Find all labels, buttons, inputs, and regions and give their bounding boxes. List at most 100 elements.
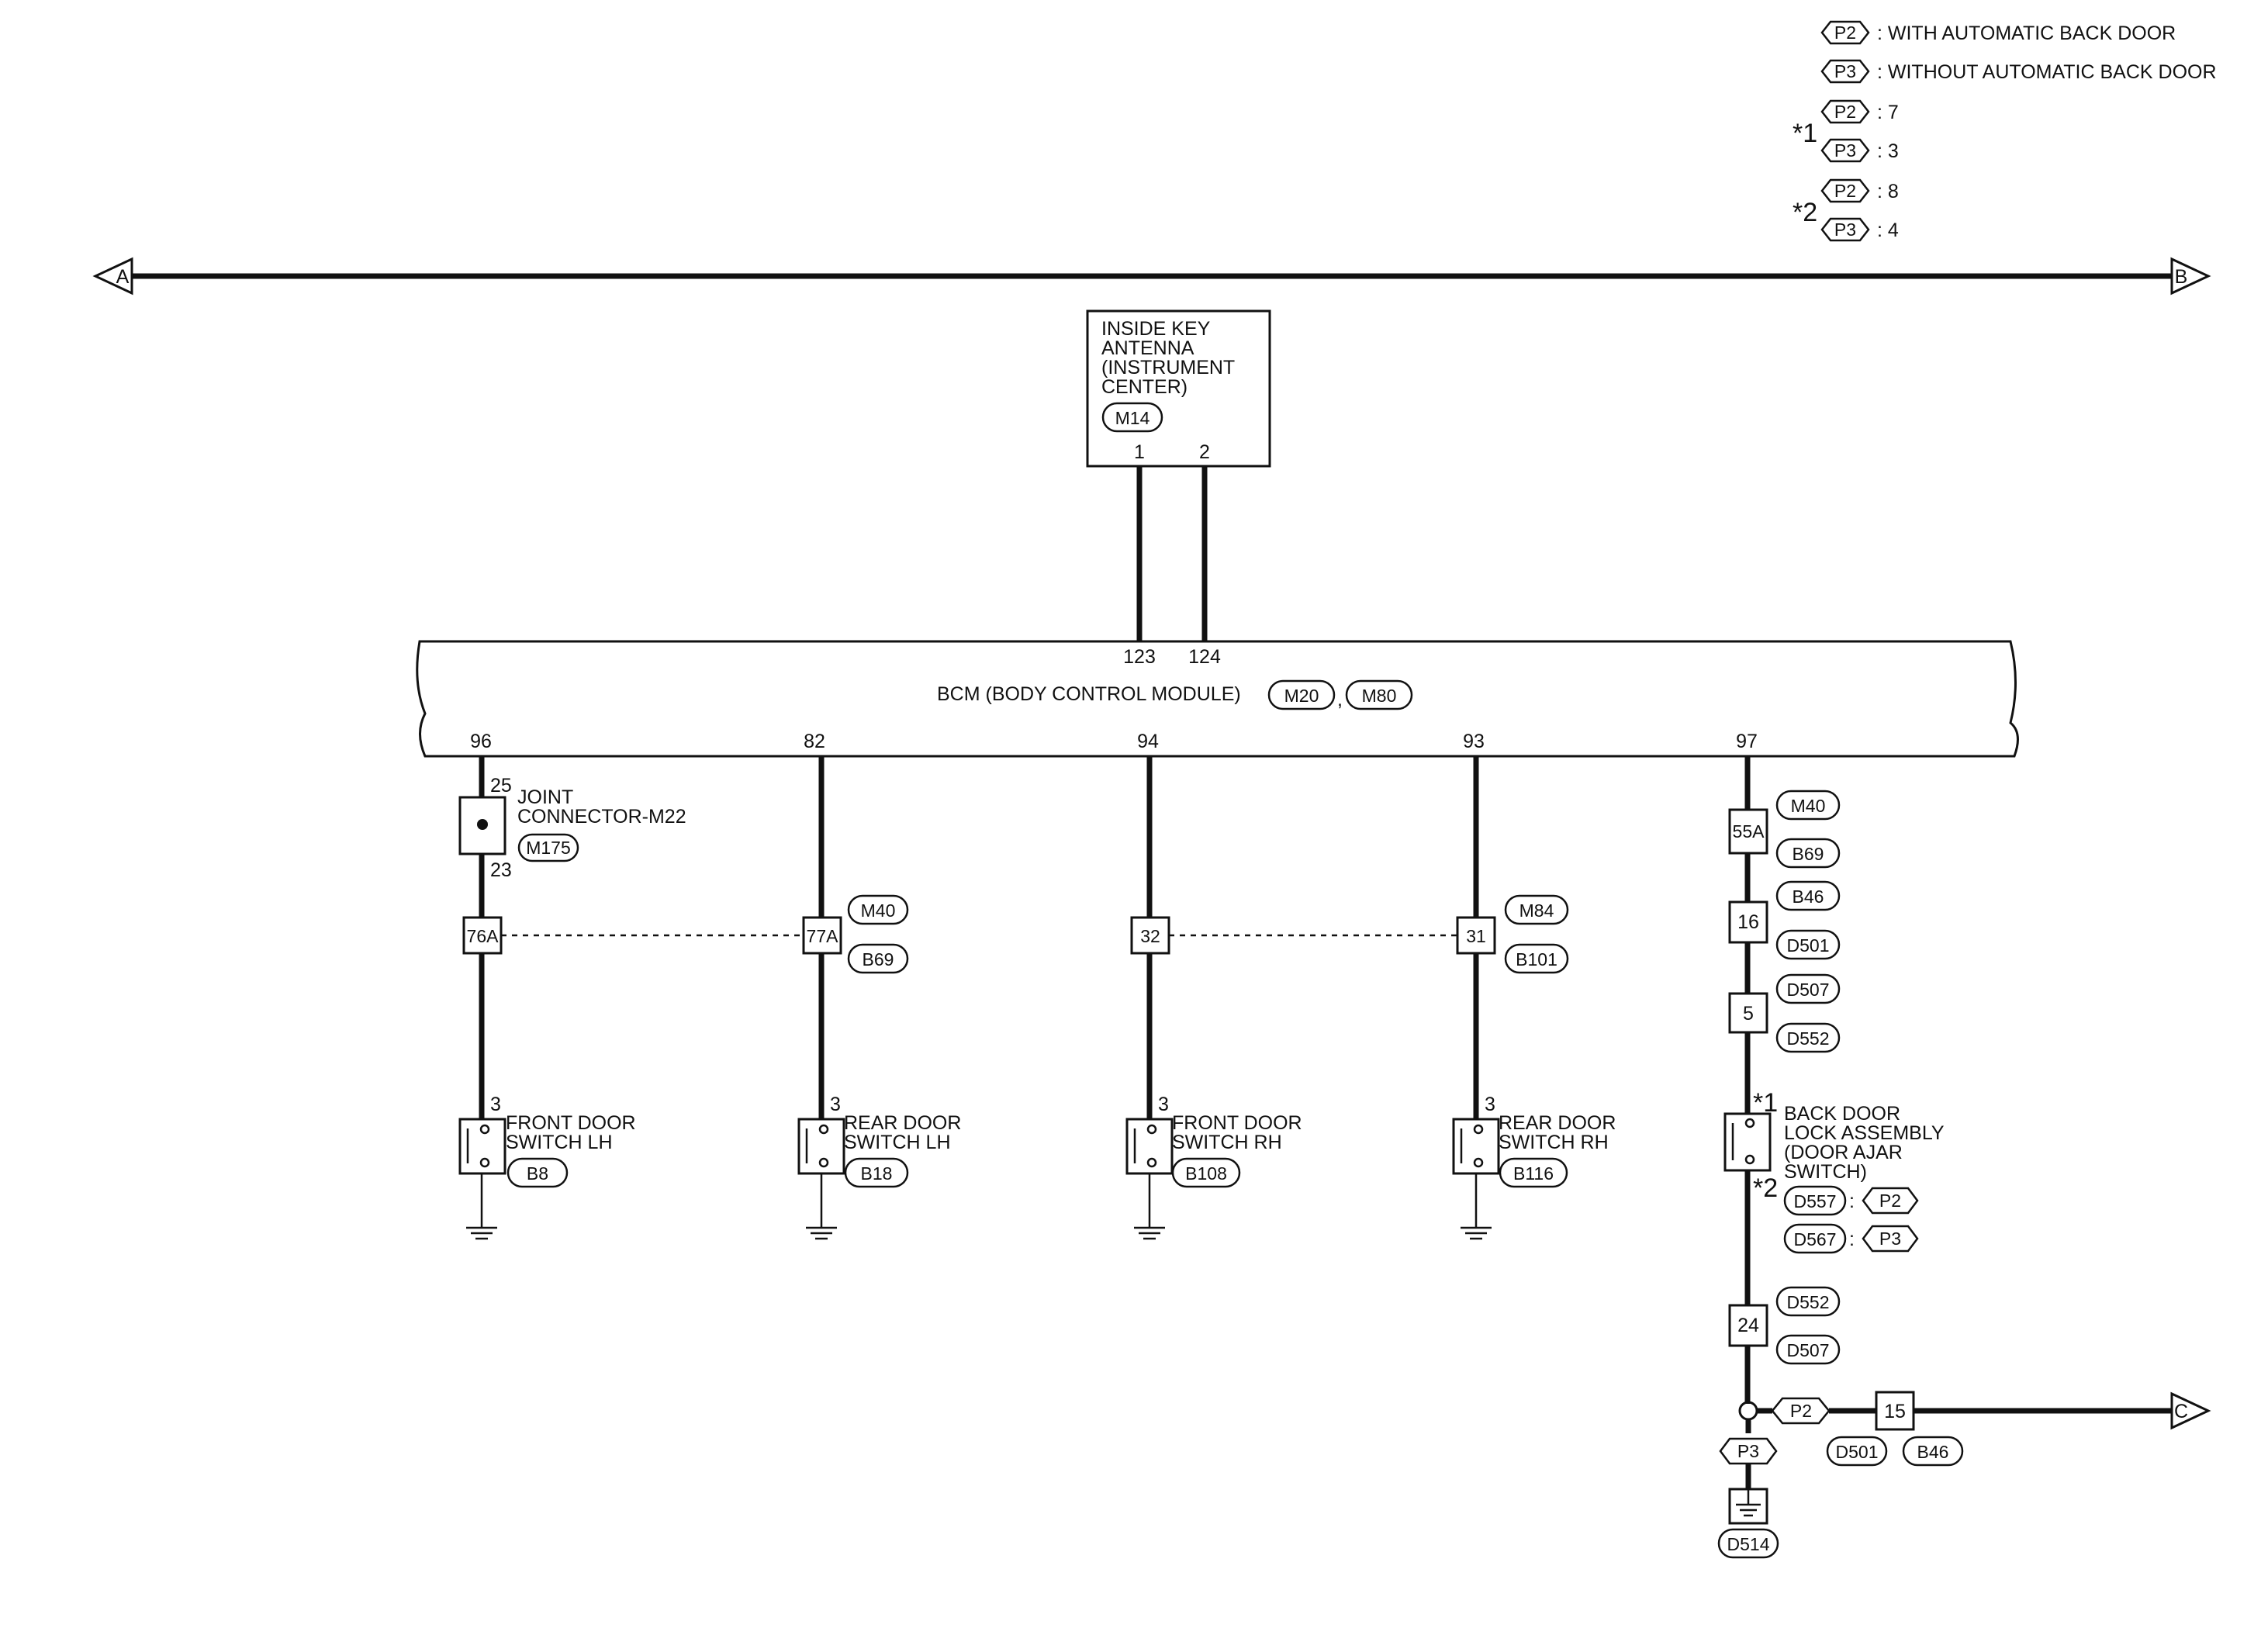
inline-15-connector-d501: D501 [1836,1442,1879,1462]
switch2-line-1: REAR DOOR [844,1112,961,1134]
legend-p3-text: : WITHOUT AUTOMATIC BACK DOOR [1877,61,2217,83]
bcm-pin-124: 124 [1188,646,1221,668]
arrow-a-label: A [116,266,130,288]
inline-5: 5 [1743,1003,1754,1025]
legend-p2-text: : WITH AUTOMATIC BACK DOOR [1877,22,2176,44]
bcm-connector-m80: M80 [1362,686,1397,706]
back-door-sep-1: : [1849,1191,1855,1212]
arrow-c-label: C [2174,1401,2188,1422]
bcm-connector-m20: M20 [1284,686,1319,706]
inline-15: 15 [1884,1401,1906,1422]
ground-icon [1461,1226,1492,1240]
switch3-line-2: SWITCH RH [1172,1132,1282,1153]
inline-31-connector-b101: B101 [1516,949,1557,969]
switch4-pin: 3 [1485,1094,1495,1115]
branch-front-door-lh: 25 JOINT CONNECTOR-M22 M175 23 76A 3 FRO… [458,756,686,1240]
joint-line-1: JOINT [517,786,573,808]
branch-back-door: 55A M40 B69 16 B46 D501 5 D507 D552 *1 *… [1717,756,2211,1559]
switch1-connector: B8 [527,1163,548,1184]
inline-77a-connector-m40: M40 [861,900,896,921]
arrow-b-icon [2170,257,2211,295]
switch3-connector: B108 [1185,1163,1227,1184]
antenna-pin-1: 1 [1134,441,1145,463]
antenna-line-1: INSIDE KEY [1101,318,1211,340]
note1-p2-value: : 7 [1877,102,1899,123]
back-door-line-2: LOCK ASSEMBLY [1784,1122,1945,1144]
switch2-connector: B18 [861,1163,893,1184]
joint-dot-icon [477,819,488,830]
inline-31-connector-m84: M84 [1519,900,1554,921]
switch3-pin: 3 [1158,1094,1169,1115]
bcm-label: BCM (BODY CONTROL MODULE) [937,683,1241,705]
inside-key-antenna: INSIDE KEY ANTENNA (INSTRUMENT CENTER) M… [1086,309,1271,468]
back-door-mark-2: *2 [1753,1173,1778,1203]
switch1-line-1: FRONT DOOR [506,1112,636,1134]
inline-55a-connector-b69: B69 [1793,844,1824,864]
bcm-pin-82: 82 [804,731,825,752]
bcm-pin-94: 94 [1137,731,1159,752]
note2-p2-value: : 8 [1877,181,1899,202]
antenna-connector-m14: M14 [1115,408,1150,428]
inline-5-connector-d507: D507 [1787,980,1830,1000]
arrow-a-icon [92,257,133,295]
joint-pin-25: 25 [490,775,512,797]
switch2-pin: 3 [830,1094,841,1115]
note1-tag-p3: P3 [1834,140,1856,161]
inline-16-connector-b46: B46 [1793,886,1824,907]
back-door-connector-d567: D567 [1794,1229,1837,1249]
branch-rear-door-rh: 31 M84 B101 3 REAR DOOR SWITCH RH B116 [1452,756,1616,1240]
inline-16-connector-d501: D501 [1787,935,1830,956]
bcm-pin-97: 97 [1736,731,1758,752]
bcm-pin-93: 93 [1463,731,1485,752]
back-door-tag-p2: P2 [1879,1191,1901,1211]
switch4-line-2: SWITCH RH [1499,1132,1609,1153]
back-door-line-1: BACK DOOR [1784,1103,1900,1125]
bcm-pin-96: 96 [470,731,492,752]
arrow-c-icon [2170,1391,2211,1430]
back-door-line-4: SWITCH) [1784,1161,1867,1183]
back-door-sep-2: : [1849,1229,1855,1250]
inline-24: 24 [1737,1315,1759,1336]
back-door-connector-d557: D557 [1794,1191,1837,1211]
ground-connector-d514: D514 [1727,1534,1770,1554]
note-mark-1: *1 [1793,119,1817,148]
legend: P2 : WITH AUTOMATIC BACK DOOR P3 : WITHO… [1793,20,2217,242]
bus-line: A B [92,257,2211,295]
inline-5-connector-d552: D552 [1787,1028,1830,1049]
split-node-icon [1738,1401,1758,1421]
inline-32: 32 [1140,926,1160,946]
bcm-connector-sep: , [1337,689,1343,710]
ground-icon [466,1226,497,1240]
inline-31: 31 [1466,926,1486,946]
antenna-line-3: (INSTRUMENT [1101,357,1235,378]
note1-tag-p2: P2 [1834,102,1856,122]
joint-connector-m175: M175 [526,838,571,858]
arrow-b-label: B [2175,266,2188,288]
switch3-line-1: FRONT DOOR [1172,1112,1302,1134]
note2-p3-value: : 4 [1877,219,1899,241]
note2-tag-p2: P2 [1834,181,1856,201]
switch1-pin: 3 [490,1094,501,1115]
switch2-line-2: SWITCH LH [844,1132,951,1153]
inline-77a-connector-b69: B69 [863,949,894,969]
split-tag-p2: P2 [1790,1401,1812,1421]
bcm-pin-123: 123 [1123,646,1156,668]
split-tag-p3: P3 [1737,1441,1759,1461]
switch1-line-2: SWITCH LH [506,1132,613,1153]
inline-16: 16 [1737,911,1759,933]
inline-55a-connector-m40: M40 [1791,796,1826,816]
branch-front-door-rh: 32 3 FRONT DOOR SWITCH RH B108 [1125,756,1302,1240]
legend-tag-p2: P2 [1834,22,1856,43]
switch4-connector: B116 [1513,1163,1554,1184]
antenna-line-4: CENTER) [1101,376,1188,398]
legend-tag-p3: P3 [1834,61,1856,81]
note2-tag-p3: P3 [1834,219,1856,240]
inline-24-connector-d552: D552 [1787,1292,1830,1312]
switch4-line-1: REAR DOOR [1499,1112,1616,1134]
note1-p3-value: : 3 [1877,140,1899,162]
branch-rear-door-lh: 77A M40 B69 3 REAR DOOR SWITCH LH B18 [797,756,961,1240]
ground-icon [806,1226,837,1240]
ground-icon [1134,1226,1165,1240]
inline-24-connector-d507: D507 [1787,1340,1830,1360]
